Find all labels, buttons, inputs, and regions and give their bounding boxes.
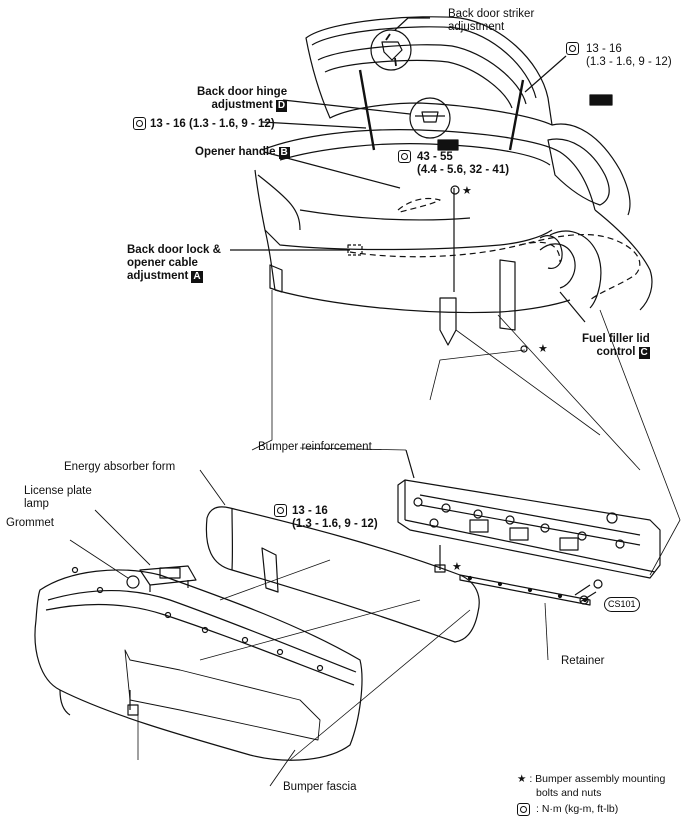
callout-c-badge: C — [638, 347, 650, 359]
striker-detail-circle — [370, 29, 412, 71]
callout-b-badge: B — [278, 147, 290, 159]
torque-wrench-icon — [517, 803, 530, 816]
license-plate-lamp-label: License plate lamp — [24, 485, 92, 510]
callout-d-badge: D — [275, 100, 288, 112]
car-rear-body — [254, 16, 653, 346]
torque-wrench-icon — [274, 504, 287, 517]
bumper-reinforcement — [397, 479, 661, 579]
energy-absorber-label: Energy absorber form — [64, 461, 176, 473]
legend-torque: : N·m (kg-m, ft-lb) — [536, 803, 619, 815]
callout-a-badge: A — [191, 271, 203, 283]
license-plate-lamp — [139, 565, 197, 592]
torque-wrench-icon — [133, 117, 146, 130]
bumper-fascia-label: Bumper fascia — [283, 781, 357, 793]
retainer-label: Retainer — [561, 655, 605, 667]
legend-star: ★ : Bumper assembly mounting — [517, 773, 666, 785]
opener-cable — [349, 197, 641, 301]
torque-wrench-icon — [398, 150, 411, 163]
hinge-detail-circle — [409, 97, 451, 139]
torque-value-hinge: 13 - 16 (1.3 - 1.6, 9 - 12) — [150, 118, 275, 130]
back-door-striker-label: Back door striker adjustment — [448, 8, 535, 33]
torque-value-bolt: 43 - 55 (4.4 - 5.6, 32 - 41) — [417, 151, 510, 176]
grommet-label: Grommet — [6, 517, 54, 529]
star-marker: ★ — [538, 342, 548, 355]
figure-code-badge: CS101 — [604, 597, 640, 612]
torque-wrench-icon — [566, 42, 579, 55]
bumper-fascia — [34, 566, 363, 761]
bumper-reinforcement-label: Bumper reinforcement — [258, 441, 372, 453]
star-marker: ★ — [452, 560, 462, 573]
energy-absorber-foam — [205, 506, 480, 643]
legend-star-line2: bolts and nuts — [536, 787, 602, 799]
star-marker: ★ — [462, 184, 472, 197]
back-door-lock-label: Back door lock & opener cable adjustment… — [127, 244, 221, 283]
torque-value-bumper: 13 - 16 (1.3 - 1.6, 9 - 12) — [292, 505, 378, 530]
torque-value-struts: 13 - 16 (1.3 - 1.6, 9 - 12) — [586, 43, 672, 68]
